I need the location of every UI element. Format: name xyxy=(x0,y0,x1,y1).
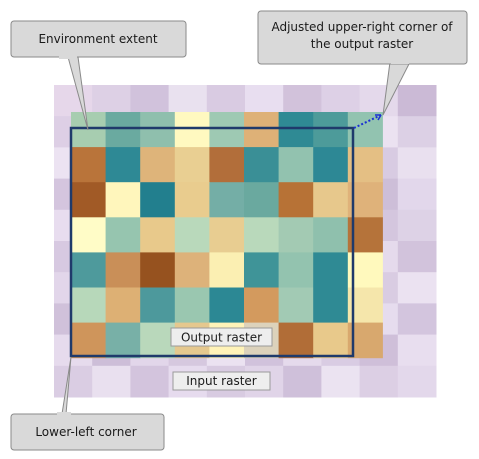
output-raster-cell xyxy=(174,252,210,288)
lower-left-callout: Lower-left corner xyxy=(10,356,165,451)
output-raster-cell xyxy=(140,182,176,218)
output-raster-cell xyxy=(209,252,245,288)
input-raster-cell xyxy=(283,365,322,398)
output-raster-cell xyxy=(278,287,314,324)
environment-extent-callout: Environment extent xyxy=(10,20,187,131)
output-raster-cell xyxy=(140,217,176,253)
input-raster-cell xyxy=(283,85,322,117)
upper-right-adjustment-arrowhead xyxy=(375,114,382,121)
output-raster-cell xyxy=(71,252,107,288)
output-raster-cell xyxy=(209,147,245,183)
input-raster-cell xyxy=(397,116,437,148)
output-raster-cell xyxy=(140,112,176,148)
output-raster-label-text: Output raster xyxy=(181,331,262,345)
input-raster-cell xyxy=(397,178,437,211)
input-raster-cell xyxy=(359,365,399,398)
output-raster-cell xyxy=(71,217,107,253)
output-raster-cell xyxy=(278,322,314,359)
output-raster-cell xyxy=(209,182,245,218)
output-raster-cell xyxy=(105,287,141,324)
input-raster-cell xyxy=(92,85,131,117)
output-raster-grid xyxy=(71,112,383,359)
input-raster-cell xyxy=(397,303,437,336)
output-raster-cell xyxy=(209,112,245,148)
upper-right-callout-line2: the output raster xyxy=(311,37,414,51)
output-raster-cell xyxy=(174,182,210,218)
output-raster-cell xyxy=(174,217,210,253)
input-raster-cell xyxy=(168,85,208,117)
output-raster-cell xyxy=(244,147,280,183)
environment-extent-rectangle xyxy=(69,126,355,358)
upper-right-callout: Adjusted upper-right corner of the outpu… xyxy=(257,10,468,116)
upper-right-adjustment-arrow xyxy=(353,114,382,129)
output-raster-cell xyxy=(244,112,280,148)
output-raster-cell xyxy=(313,112,349,148)
output-raster-cell xyxy=(278,182,314,218)
output-raster-cell xyxy=(105,252,141,288)
output-raster-cell xyxy=(105,147,141,183)
output-raster-cell xyxy=(71,112,107,148)
input-raster-cell xyxy=(130,365,170,398)
output-raster-cell xyxy=(71,147,107,183)
input-raster-cell xyxy=(397,209,437,242)
output-raster-cell xyxy=(313,252,349,288)
input-raster-cell xyxy=(321,85,361,117)
output-raster-cell xyxy=(244,217,280,253)
output-raster-cell xyxy=(174,112,210,148)
output-raster-cell xyxy=(278,112,314,148)
input-raster-cell xyxy=(54,365,93,398)
input-raster-cell xyxy=(54,85,93,117)
upper-right-callout-line1: Adjusted upper-right corner of xyxy=(271,20,453,34)
output-raster-cell xyxy=(174,287,210,324)
output-raster-cell xyxy=(244,287,280,324)
input-raster-cell xyxy=(130,85,170,117)
output-raster-label: Output raster xyxy=(170,327,273,347)
input-raster-cell xyxy=(92,365,131,398)
input-raster-cell xyxy=(321,365,361,398)
output-raster-cell xyxy=(71,182,107,218)
input-raster-cell xyxy=(397,147,437,180)
environment-extent-callout-text: Environment extent xyxy=(38,32,157,46)
output-raster-cell xyxy=(174,147,210,183)
input-raster-label-text: Input raster xyxy=(186,374,257,388)
output-raster-cell xyxy=(140,287,176,324)
input-raster-cell xyxy=(397,334,437,367)
output-raster-cell xyxy=(278,147,314,183)
input-raster-cell xyxy=(206,85,246,117)
lower-left-callout-text: Lower-left corner xyxy=(35,425,136,439)
output-raster-cell xyxy=(244,182,280,218)
output-raster-cell xyxy=(71,322,107,359)
output-raster-cell xyxy=(105,322,141,359)
output-raster-cell xyxy=(105,182,141,218)
input-raster-label: Input raster xyxy=(172,371,271,391)
output-raster-cell xyxy=(209,287,245,324)
output-raster-cell xyxy=(313,147,349,183)
input-raster-cell xyxy=(245,85,284,117)
output-raster-cell xyxy=(313,287,349,324)
output-raster-cell xyxy=(244,252,280,288)
output-raster-cell xyxy=(278,217,314,253)
output-raster-cell xyxy=(209,217,245,253)
output-raster-cell xyxy=(105,217,141,253)
input-raster-cell xyxy=(397,272,437,304)
output-raster-cell xyxy=(278,252,314,288)
output-raster-cell xyxy=(313,322,349,359)
output-raster-cell xyxy=(71,287,107,324)
output-raster-cell xyxy=(140,147,176,183)
input-raster-cell xyxy=(397,365,437,398)
input-raster-cell xyxy=(397,85,437,117)
output-raster-cell xyxy=(105,112,141,148)
output-raster-cell xyxy=(313,217,349,253)
output-raster-cell xyxy=(313,182,349,218)
input-raster-cell xyxy=(397,241,437,273)
output-raster-cell xyxy=(140,252,176,288)
output-raster-cell xyxy=(140,322,176,359)
